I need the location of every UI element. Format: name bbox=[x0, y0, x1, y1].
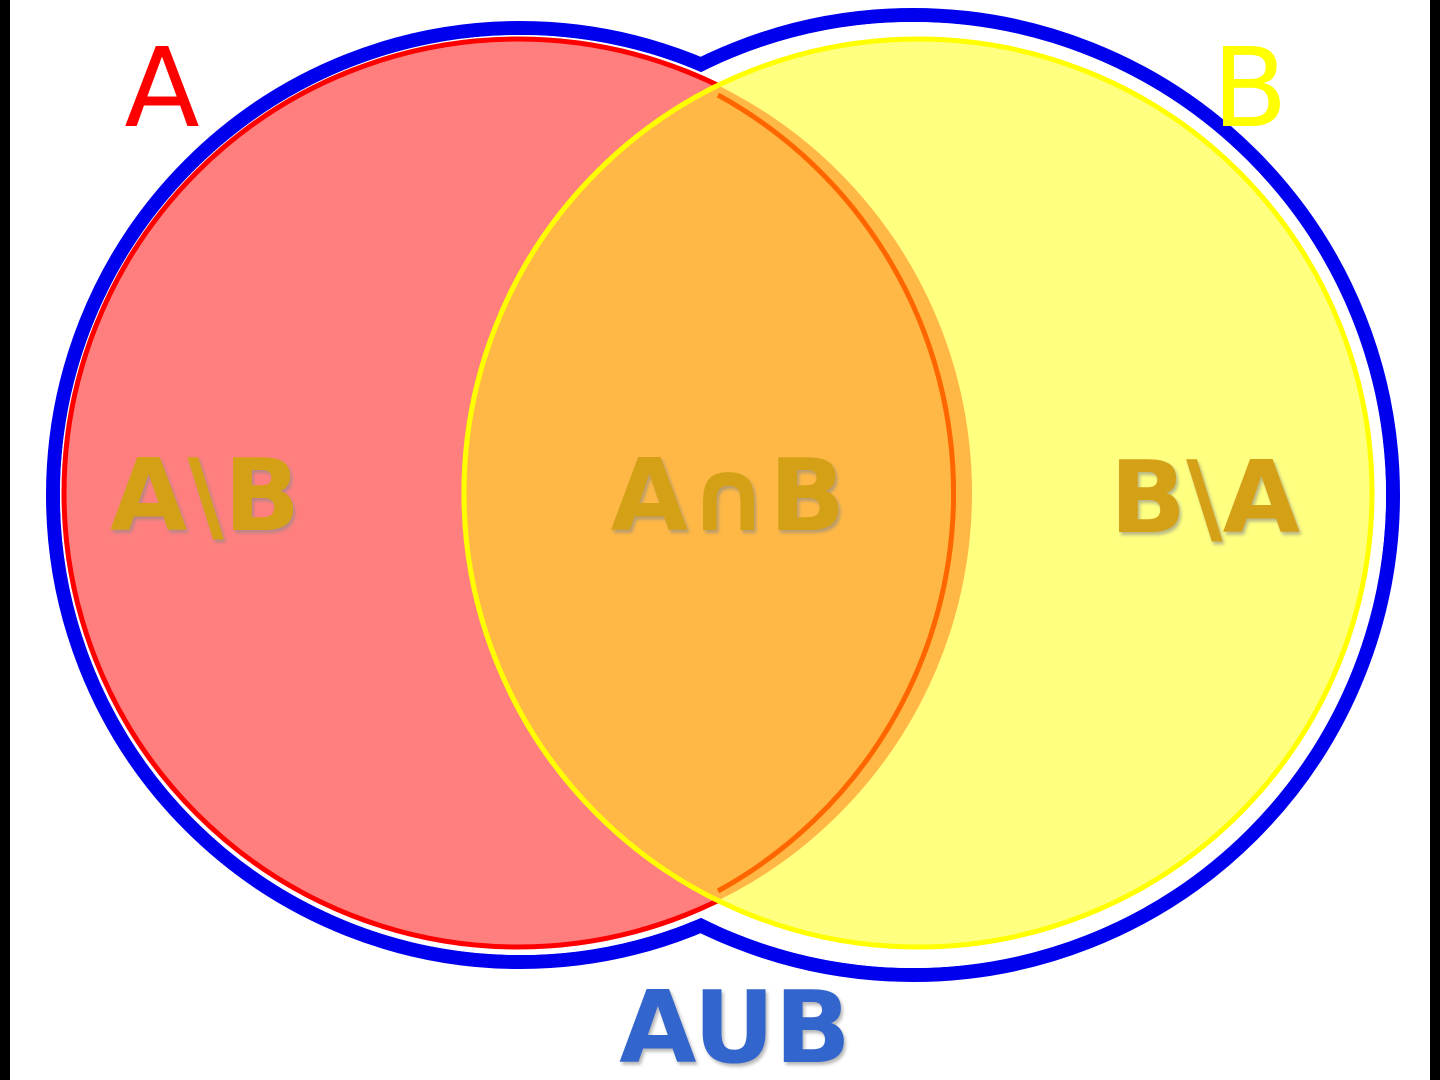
b-minus-a-label: B\A bbox=[1110, 439, 1300, 556]
intersection-right-arc bbox=[716, 92, 956, 894]
set-b-label: B bbox=[1212, 24, 1287, 152]
union-label: AUB bbox=[619, 969, 851, 1080]
a-minus-b-label: A\B bbox=[110, 437, 300, 554]
intersection-left-arc bbox=[461, 39, 972, 947]
intersection-region bbox=[464, 39, 972, 947]
intersection-label: A∩B bbox=[611, 437, 846, 554]
set-a-label: A bbox=[124, 24, 199, 152]
